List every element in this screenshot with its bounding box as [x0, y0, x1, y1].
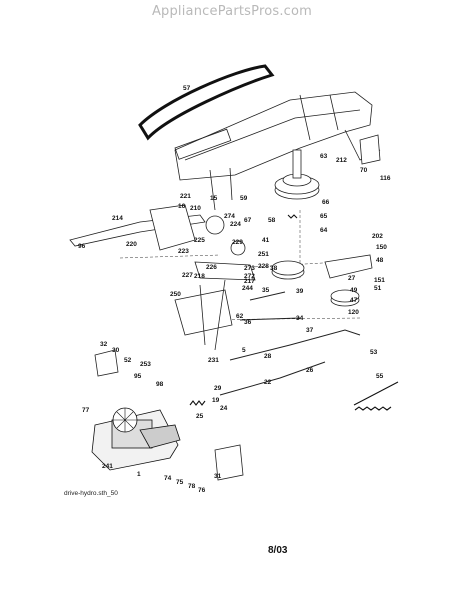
dashed-leader-lines [119, 210, 361, 321]
callout-28: 28 [264, 353, 272, 360]
callout-47: 47 [350, 297, 358, 304]
callout-150: 150 [376, 244, 387, 251]
callout-251: 251 [258, 251, 269, 258]
callout-48: 48 [376, 257, 384, 264]
callout-41: 41 [262, 237, 270, 244]
callout-37: 37 [306, 327, 314, 334]
callout-49: 49 [350, 287, 358, 294]
callout-29: 29 [214, 385, 222, 392]
callout-58: 58 [268, 217, 276, 224]
callout-244: 244 [242, 285, 253, 292]
drive-belt [138, 64, 275, 141]
callout-51: 51 [374, 285, 382, 292]
callout-62: 62 [236, 313, 244, 320]
callout-67: 67 [244, 217, 252, 224]
callout-34: 34 [296, 315, 304, 322]
lever-assembly [69, 204, 256, 351]
callout-231: 231 [208, 357, 219, 364]
callout-116: 116 [380, 175, 391, 182]
callout-250: 250 [170, 291, 181, 298]
callout-16: 16 [178, 203, 186, 210]
callout-53: 53 [370, 349, 378, 356]
callout-30: 30 [112, 347, 120, 354]
callout-220: 220 [126, 241, 137, 248]
callout-35: 35 [262, 287, 270, 294]
callout-272: 272 [244, 273, 255, 280]
callout-228: 228 [258, 263, 269, 270]
pulley-main [274, 149, 320, 200]
callout-241: 241 [102, 463, 113, 470]
callout-151: 151 [374, 277, 385, 284]
callout-24: 24 [220, 405, 228, 412]
callout-226: 226 [206, 264, 217, 271]
callout-95: 95 [134, 373, 142, 380]
callout-57: 57 [183, 85, 191, 92]
springs [189, 214, 399, 411]
idler-bracket [324, 254, 373, 279]
callout-224: 224 [230, 221, 241, 228]
callout-38: 38 [270, 265, 278, 272]
callout-31: 31 [214, 473, 222, 480]
callout-70: 70 [360, 167, 368, 174]
callout-96: 96 [78, 243, 86, 250]
callout-98: 98 [156, 381, 164, 388]
callout-25: 25 [196, 413, 204, 420]
callout-65: 65 [320, 213, 328, 220]
callout-75: 75 [176, 479, 184, 486]
callout-74: 74 [164, 475, 172, 482]
callout-27: 27 [348, 275, 356, 282]
callout-212: 212 [336, 157, 347, 164]
callout-66: 66 [322, 199, 330, 206]
callout-1: 1 [137, 471, 141, 478]
callout-63: 63 [320, 153, 328, 160]
callout-210: 210 [190, 205, 201, 212]
callout-26: 26 [306, 367, 314, 374]
tractor-frame [174, 91, 381, 211]
callout-36: 36 [244, 319, 252, 326]
callout-253: 253 [140, 361, 151, 368]
callout-218: 218 [194, 273, 205, 280]
callout-32: 32 [100, 341, 108, 348]
callout-78: 78 [188, 483, 196, 490]
callout-64: 64 [320, 227, 328, 234]
callout-15: 15 [210, 195, 218, 202]
page-code: 8/03 [268, 545, 288, 556]
callout-59: 59 [240, 195, 248, 202]
callout-77: 77 [82, 407, 90, 414]
callout-5: 5 [242, 347, 246, 354]
callout-76: 76 [198, 487, 206, 494]
callout-202: 202 [372, 233, 383, 240]
callout-labels: 57 1 63 212 70 116 59 221 210 15 16 58 6… [78, 85, 391, 494]
callout-55: 55 [376, 373, 384, 380]
brackets [94, 134, 381, 481]
callout-217: 217 [244, 278, 255, 285]
callout-214: 214 [112, 215, 123, 222]
callout-227: 227 [182, 272, 193, 279]
callout-223: 223 [178, 248, 189, 255]
idler-pulley-lower [330, 289, 360, 307]
callout-273: 273 [244, 265, 255, 272]
idler-pulley-upper [271, 260, 305, 280]
callout-22: 22 [264, 379, 272, 386]
transmission [91, 407, 181, 471]
callout-120: 120 [348, 309, 359, 316]
site-watermark: AppliancePartsPros.com [151, 4, 313, 19]
callout-19: 19 [212, 397, 220, 404]
diagram-file-label: drive-hydro.sth_50 [64, 490, 118, 497]
callout-39: 39 [296, 288, 304, 295]
callout-274: 274 [224, 213, 235, 220]
callout-52: 52 [124, 357, 132, 364]
callout-229: 229 [232, 239, 243, 246]
control-rods [219, 291, 361, 396]
callout-221: 221 [180, 193, 191, 200]
callout-225: 225 [194, 237, 205, 244]
